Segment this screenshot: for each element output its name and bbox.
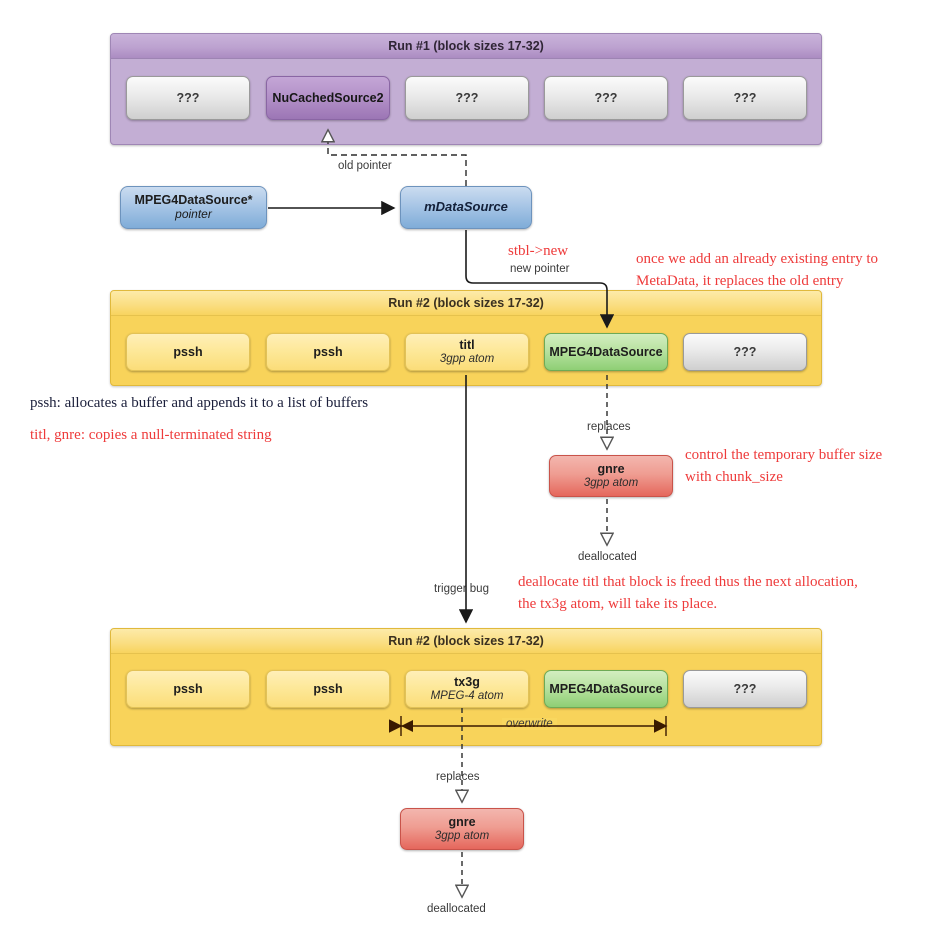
chunk-note-line-2: with chunk_size — [685, 469, 783, 485]
run-2a-block-unknown: ??? — [683, 333, 807, 371]
run-2b-block-pssh-0: pssh — [126, 670, 250, 708]
deallocated-bottom-label: deallocated — [427, 903, 486, 915]
gnre-sublabel: 3gpp atom — [434, 829, 490, 842]
pointer-box-subtitle: pointer — [175, 206, 212, 221]
block-label: ??? — [733, 344, 757, 359]
metadata-note-line-1: once we add an already existing entry to — [636, 251, 878, 267]
gnre-top-box: gnre 3gpp atom — [549, 455, 673, 497]
gnre-bottom-box: gnre 3gpp atom — [400, 808, 524, 850]
block-label: MPEG4DataSource — [549, 344, 663, 359]
run-2b-block-unknown: ??? — [683, 670, 807, 708]
new-pointer-label: new pointer — [510, 263, 570, 275]
run-1-title: Run #1 (block sizes 17-32) — [111, 34, 821, 59]
pointer-box-title: MPEG4DataSource* — [134, 193, 253, 208]
replaces-bottom-label: replaces — [436, 771, 480, 783]
run-2a-block-mpeg4datasource: MPEG4DataSource — [544, 333, 668, 371]
mpeg4datasource-pointer-box: MPEG4DataSource* pointer — [120, 186, 267, 229]
bug-note-line-1: deallocate titl that block is freed thus… — [518, 574, 858, 590]
block-label: titl — [459, 338, 475, 353]
block-label: ??? — [594, 90, 618, 105]
run-1-block-nucachedsource2: NuCachedSource2 — [266, 76, 390, 120]
run-2b-block-tx3g: tx3g MPEG-4 atom — [405, 670, 529, 708]
bug-note-line-2: the tx3g atom, will take its place. — [518, 596, 718, 612]
replaces-top-label: replaces — [587, 421, 631, 433]
block-label: ??? — [455, 90, 479, 105]
block-label: tx3g — [454, 675, 480, 690]
gnre-label: gnre — [448, 815, 476, 830]
run-2a-block-pssh-1: pssh — [266, 333, 390, 371]
run-2b-title: Run #2 (block sizes 17-32) — [111, 629, 821, 654]
run-2b-block-pssh-1: pssh — [266, 670, 390, 708]
run-1-block-4: ??? — [683, 76, 807, 120]
block-label: pssh — [313, 681, 343, 696]
block-sublabel: 3gpp atom — [439, 352, 495, 365]
stbl-new-annotation: stbl->new — [508, 243, 569, 259]
run-2b-block-mpeg4datasource: MPEG4DataSource — [544, 670, 668, 708]
block-label: ??? — [733, 90, 757, 105]
block-label: ??? — [176, 90, 200, 105]
overwrite-label: overwrite — [502, 718, 557, 730]
mdatasource-label: mDataSource — [424, 199, 508, 215]
trigger-bug-label: trigger bug — [434, 583, 489, 595]
block-label: pssh — [173, 681, 203, 696]
metadata-note-line-2: MetaData, it replaces the old entry — [636, 273, 844, 289]
gnre-sublabel: 3gpp atom — [583, 476, 639, 489]
run-2a-title: Run #2 (block sizes 17-32) — [111, 291, 821, 316]
run-1-block-3: ??? — [544, 76, 668, 120]
block-label: NuCachedSource2 — [272, 90, 384, 105]
run-1-block-0: ??? — [126, 76, 250, 120]
mdatasource-box: mDataSource — [400, 186, 532, 229]
gnre-label: gnre — [597, 462, 625, 477]
block-label: pssh — [313, 344, 343, 359]
chunk-note-line-1: control the temporary buffer size — [685, 447, 883, 463]
pssh-note: pssh: allocates a buffer and appends it … — [30, 395, 369, 411]
run-2a-block-titl: titl 3gpp atom — [405, 333, 529, 371]
titl-gnre-note: titl, gnre: copies a null-terminated str… — [30, 427, 272, 443]
run-2a-block-pssh-0: pssh — [126, 333, 250, 371]
deallocated-top-label: deallocated — [578, 551, 637, 563]
old-pointer-label: old pointer — [338, 160, 392, 172]
block-label: ??? — [733, 681, 757, 696]
run-1-block-2: ??? — [405, 76, 529, 120]
block-label: pssh — [173, 344, 203, 359]
block-label: MPEG4DataSource — [549, 681, 663, 696]
block-sublabel: MPEG-4 atom — [430, 689, 504, 702]
